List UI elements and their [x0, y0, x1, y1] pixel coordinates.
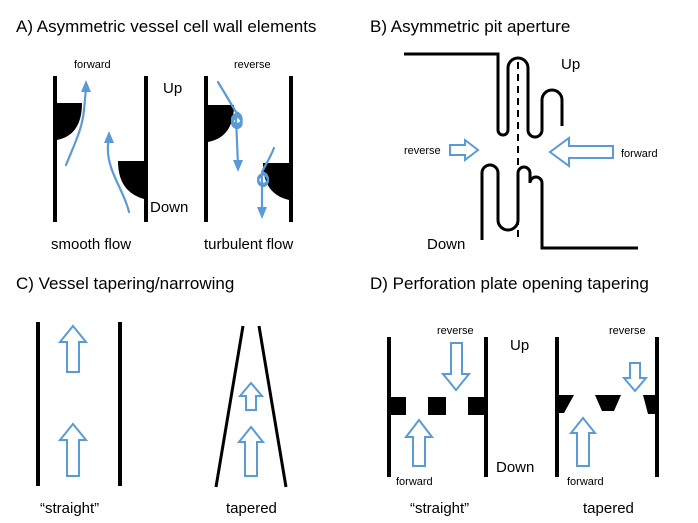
down-label: Down [496, 459, 534, 476]
wall-element-upper [57, 103, 82, 140]
vessel-wall-left [214, 325, 245, 488]
reverse-label: reverse [404, 145, 441, 157]
panel-d: D) Perforation plate opening tapering re… [370, 274, 659, 517]
perforation-bar-right [643, 395, 655, 414]
perforation-bar-left [559, 395, 574, 413]
wall-element-upper [208, 105, 234, 142]
tapered-caption: tapered [226, 500, 277, 517]
perforation-bar-middle [595, 395, 621, 411]
smooth-flow-vessel [53, 76, 148, 222]
down-label: Down [150, 199, 188, 216]
straight-caption: “straight” [410, 500, 469, 517]
forward-arrow [548, 136, 614, 168]
reverse-arrow [449, 137, 480, 163]
forward-label: forward [621, 148, 658, 160]
forward-flow-path-upper [64, 86, 88, 167]
wall-element-lower [118, 161, 144, 199]
flow-arrow-upper [237, 381, 265, 411]
flow-arrowhead-lower [104, 131, 114, 143]
panel-b: B) Asymmetric pit aperture Up Down rever… [370, 17, 658, 253]
tapered-perforation-vessel [555, 337, 659, 477]
reverse-flow-path-upper [216, 80, 243, 167]
panel-d-title: D) Perforation plate opening tapering [370, 274, 649, 293]
tapered-caption: tapered [583, 500, 634, 517]
reverse-label: reverse [234, 59, 271, 71]
panel-c-title: C) Vessel tapering/narrowing [16, 274, 234, 293]
pit-wall-lower [480, 163, 638, 250]
flow-arrow-lower [236, 425, 266, 477]
forward-arrow [403, 418, 435, 467]
forward-label-right: forward [567, 476, 604, 488]
straight-caption: “straight” [40, 500, 99, 517]
flow-arrowhead-lower [257, 207, 267, 219]
perforation-bar-right [468, 397, 486, 415]
panel-a: A) Asymmetric vessel cell wall elements … [16, 17, 316, 253]
reverse-flow-path-lower [257, 146, 276, 214]
panel-c: C) Vessel tapering/narrowing “straight” … [16, 274, 288, 517]
pit-aperture [404, 52, 638, 250]
straight-vessel [36, 322, 122, 486]
reverse-arrow [621, 362, 649, 393]
flow-arrowhead-upper [81, 80, 91, 92]
perforation-bar-left [389, 397, 406, 415]
panel-b-title: B) Asymmetric pit aperture [370, 17, 570, 36]
perforation-bar-middle [428, 397, 446, 415]
forward-arrow [568, 416, 598, 467]
vessel-wall-right [257, 325, 288, 488]
flow-arrow-lower [57, 422, 89, 477]
turbulent-flow-vessel [204, 76, 293, 222]
forward-flow-path-lower [106, 136, 131, 214]
forward-label-left: forward [396, 476, 433, 488]
tapered-vessel [214, 325, 288, 488]
straight-perforation-vessel [387, 337, 488, 477]
wall-element-lower [263, 163, 289, 200]
up-label: Up [163, 80, 182, 97]
smooth-flow-caption: smooth flow [51, 236, 131, 253]
pit-wall-upper [404, 52, 564, 139]
flow-arrowhead-upper [233, 160, 243, 172]
up-label: Up [561, 56, 580, 73]
turbulent-flow-caption: turbulent flow [204, 236, 293, 253]
flow-arrow-upper [57, 324, 89, 373]
reverse-arrow [440, 342, 472, 392]
forward-label: forward [74, 59, 111, 71]
down-label: Down [427, 236, 465, 253]
reverse-label-right: reverse [609, 325, 646, 337]
up-label: Up [510, 337, 529, 354]
panel-a-title: A) Asymmetric vessel cell wall elements [16, 17, 316, 36]
reverse-label-left: reverse [437, 325, 474, 337]
